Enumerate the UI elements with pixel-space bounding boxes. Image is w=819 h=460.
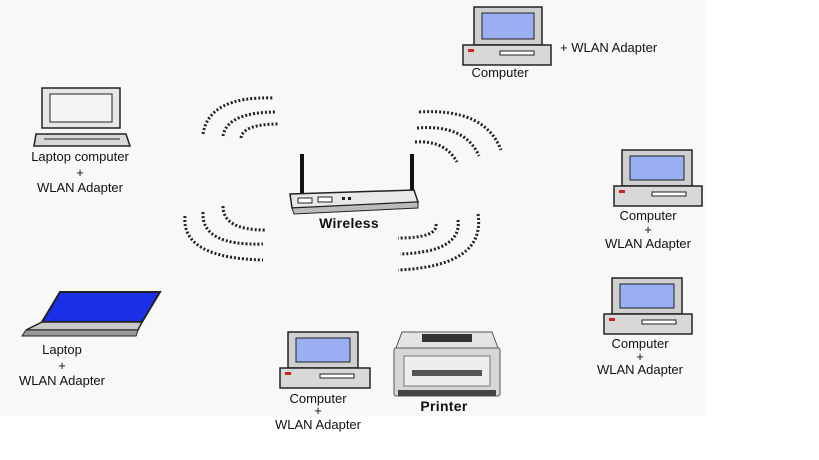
laptop-plus: + bbox=[58, 358, 66, 373]
right-computer-2-plus: + bbox=[636, 349, 644, 364]
laptop-computer-adapter-label: WLAN Adapter bbox=[37, 180, 123, 195]
router-label: Wireless bbox=[319, 215, 379, 231]
network-diagram: Wireless Computer + WLAN Adapter Laptop … bbox=[19, 6, 703, 418]
computer-icon bbox=[462, 6, 552, 66]
right-computer-2-adapter-label: WLAN Adapter bbox=[597, 362, 683, 377]
laptop-computer-plus: + bbox=[76, 165, 84, 180]
bottom-computer-adapter-label: WLAN Adapter bbox=[275, 417, 361, 432]
signal-waves-bottom-left bbox=[183, 205, 266, 262]
computer-icon bbox=[613, 149, 703, 207]
laptop-icon bbox=[21, 291, 162, 337]
printer-icon bbox=[393, 331, 501, 397]
signal-waves-top-right bbox=[414, 110, 503, 163]
signal-waves-top-left bbox=[201, 96, 280, 139]
laptop-label: Laptop bbox=[42, 342, 82, 357]
right-computer-2-label: Computer bbox=[611, 336, 669, 351]
right-computer-1-label: Computer bbox=[619, 208, 677, 223]
computer-icon bbox=[603, 277, 693, 335]
laptop-computer-icon bbox=[33, 87, 132, 147]
top-computer-adapter-label: + WLAN Adapter bbox=[560, 40, 658, 55]
laptop-computer-label: Laptop computer bbox=[31, 149, 129, 164]
signal-waves-bottom-right bbox=[397, 213, 481, 272]
bottom-computer-plus: + bbox=[314, 403, 322, 418]
right-computer-1-plus: + bbox=[644, 222, 652, 237]
bottom-computer-label: Computer bbox=[289, 391, 347, 406]
printer-label: Printer bbox=[420, 398, 468, 414]
right-computer-1-adapter-label: WLAN Adapter bbox=[605, 236, 691, 251]
top-computer-label: Computer bbox=[471, 65, 529, 80]
wireless-router-icon bbox=[289, 154, 420, 215]
computer-icon bbox=[279, 331, 371, 389]
laptop-adapter-label: WLAN Adapter bbox=[19, 373, 105, 388]
